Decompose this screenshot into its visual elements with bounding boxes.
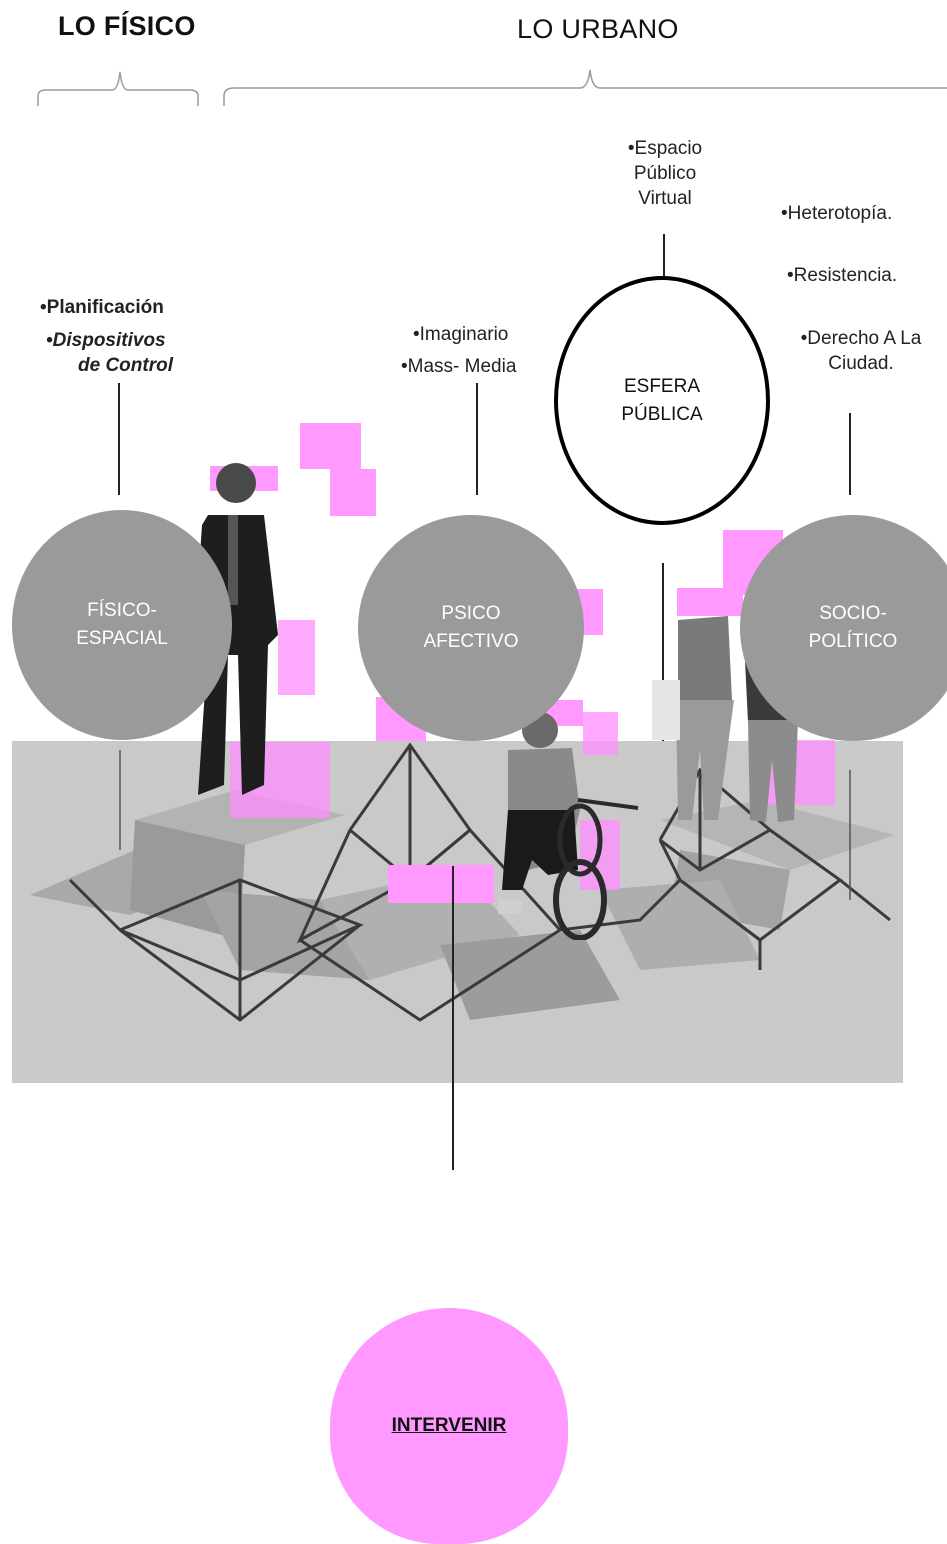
- people-walking-figure: [652, 616, 804, 822]
- brace-lines: [37, 69, 947, 106]
- label-planificacion: •Planificación: [40, 297, 164, 318]
- circle-intervenir[interactable]: INTERVENIR: [330, 1308, 568, 1544]
- pink-block: [583, 712, 618, 755]
- connector-socio: [849, 413, 851, 495]
- psico-line-2: AFECTIVO: [423, 631, 519, 652]
- label-mass-media: •Mass- Media: [401, 356, 517, 377]
- espacio-line-1: •Espacio: [627, 138, 703, 159]
- espacio-line-2: Público: [633, 163, 697, 184]
- label-dispositivos-control: •Dispositivos de Control: [46, 328, 173, 378]
- circle-fisico-espacial: FÍSICO- ESPACIAL: [12, 510, 232, 740]
- label-heterotopia: •Heterotopía.: [781, 203, 893, 224]
- heading-lo-urbano: LO URBANO: [517, 14, 679, 44]
- person-cyclist-figure: [498, 712, 639, 940]
- connector-psico: [476, 383, 478, 495]
- socio-line-1: SOCIO-: [819, 603, 887, 624]
- socio-line-2: POLÍTICO: [808, 631, 898, 652]
- esfera-line-1: ESFERA: [623, 375, 701, 397]
- esfera-line-2: PÚBLICA: [621, 403, 703, 425]
- circle-socio-politico: SOCIO- POLÍTICO: [740, 515, 947, 741]
- dispositivos-line-1: •Dispositivos: [46, 330, 166, 351]
- wireframe-structures: [30, 742, 895, 1022]
- dispositivos-line-2: de Control: [78, 355, 173, 376]
- pink-block: [278, 620, 315, 695]
- label-imaginario: •Imaginario: [413, 324, 509, 345]
- derecho-line-1: •Derecho A La: [800, 328, 922, 349]
- psico-line-1: PSICO: [441, 603, 501, 624]
- label-resistencia: •Resistencia.: [787, 265, 898, 286]
- label-derecho-ciudad: •Derecho A La Ciudad.: [776, 326, 946, 376]
- circle-psico-afectivo: PSICO AFECTIVO: [358, 515, 584, 741]
- connector-fisico: [118, 383, 120, 495]
- pink-block: [300, 423, 361, 469]
- connector-intervenir: [452, 866, 454, 1170]
- fisico-line-2: ESPACIAL: [76, 628, 168, 649]
- derecho-line-2: Ciudad.: [828, 353, 894, 374]
- pink-block: [388, 865, 494, 903]
- connector-espacio: [663, 234, 665, 276]
- pink-block: [330, 469, 376, 516]
- brace-urbano: [223, 69, 947, 106]
- espacio-line-3: Virtual: [638, 188, 692, 209]
- brace-fisico: [37, 71, 199, 106]
- fisico-line-1: FÍSICO-: [87, 600, 157, 621]
- circle-esfera-publica: ESFERA PÚBLICA: [554, 276, 770, 525]
- heading-lo-fisico: LO FÍSICO: [58, 11, 196, 41]
- pink-block: [677, 588, 743, 616]
- label-espacio-publico-virtual: •Espacio Público Virtual: [600, 136, 730, 211]
- intervenir-label[interactable]: INTERVENIR: [391, 1415, 507, 1436]
